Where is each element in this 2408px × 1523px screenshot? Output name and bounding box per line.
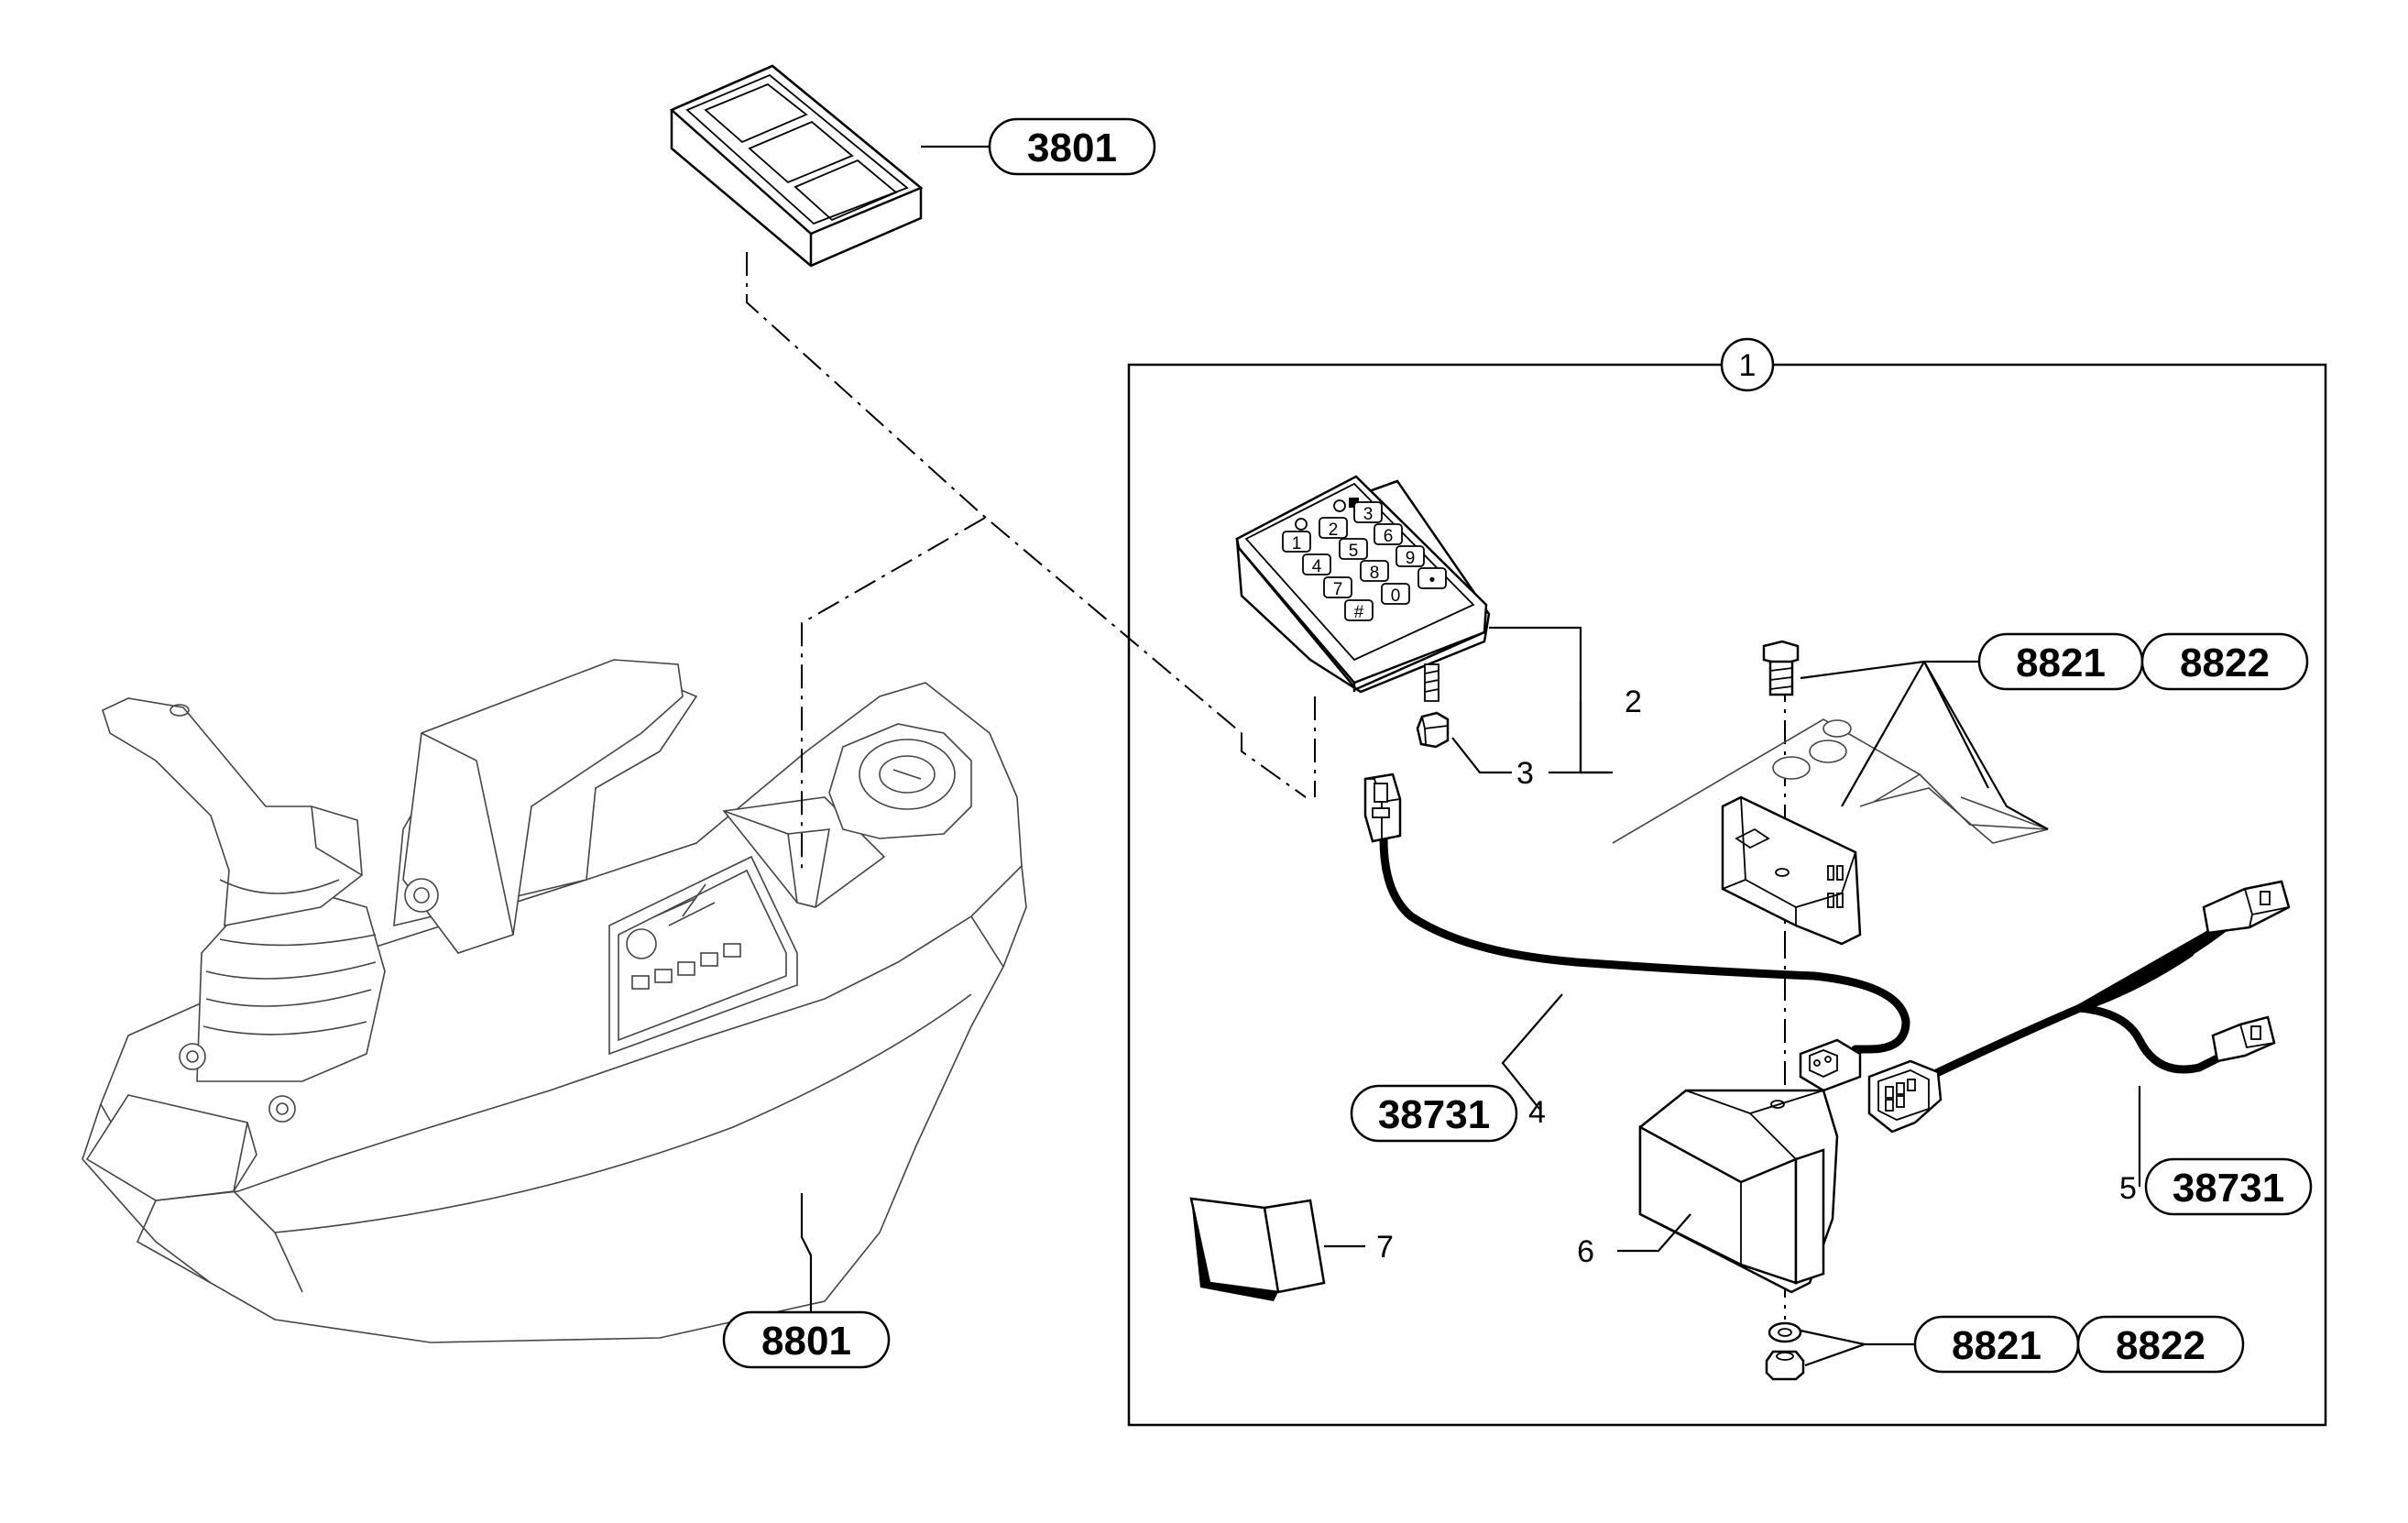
key-6: [1374, 523, 1403, 545]
key-7-label: 7: [1333, 580, 1343, 599]
cable-5: [1867, 880, 2291, 1134]
ref-label-8801-text: 8801: [761, 1319, 851, 1364]
key-3: [1353, 501, 1383, 523]
key-5-label: 5: [1349, 542, 1359, 561]
manual-book: [1189, 1197, 1326, 1301]
ref-label-3801-text: 3801: [1027, 126, 1117, 170]
leader-lines: [800, 145, 2141, 1367]
ref-label-8801[interactable]: 8801: [722, 1310, 891, 1369]
ref-label-38731-left-text: 38731: [1378, 1092, 1490, 1137]
key-3-label: 3: [1363, 505, 1374, 524]
key-6-label: 6: [1384, 527, 1394, 546]
item-7-number: 7: [1376, 1230, 1394, 1265]
key-8-label: 8: [1370, 564, 1380, 583]
bolt: [1762, 640, 1800, 696]
key-dot-label: •: [1429, 571, 1436, 590]
item-2-number: 2: [1625, 685, 1642, 719]
key-1-label: 1: [1292, 534, 1302, 553]
kit-frame: [1127, 363, 2327, 1427]
ref-label-8821-bottom-text: 8821: [1952, 1323, 2041, 1368]
washer-and-nut: [1765, 1321, 1805, 1381]
ref-label-38731-right-text: 38731: [2173, 1166, 2284, 1211]
keypad: 1 2 3 4 5 6 7 8 9 # 0 •: [1235, 475, 1491, 702]
switch-panel: [669, 64, 924, 268]
key-hash: [1344, 599, 1374, 621]
keypad-keys: 1 2 3 4 5 6 7 8 9 # 0 •: [1282, 501, 1447, 622]
key-9-label: 9: [1406, 549, 1416, 568]
key-4-label: 4: [1312, 557, 1322, 576]
key-hash-label: #: [1354, 603, 1364, 622]
key-7: [1323, 576, 1352, 598]
ref-label-38731-left[interactable]: 38731: [1350, 1084, 1518, 1143]
ref-label-3801[interactable]: 3801: [988, 117, 1156, 176]
item-6-number: 6: [1577, 1234, 1594, 1269]
key-8: [1360, 560, 1389, 582]
ref-label-8822-top-text: 8822: [2180, 641, 2270, 685]
item-5-number: 5: [2119, 1171, 2137, 1206]
key-0-label: 0: [1391, 586, 1401, 606]
ref-label-8822-bottom-text: 8822: [2116, 1323, 2206, 1368]
ref-label-8821-top[interactable]: 8821: [1977, 632, 2144, 691]
cable-4: [1363, 772, 1910, 1092]
item-3-number: 3: [1516, 756, 1534, 791]
key-9: [1396, 545, 1425, 567]
key-2: [1319, 517, 1348, 539]
key-1: [1282, 531, 1311, 553]
armrest-console: [82, 659, 1027, 1343]
mounting-bracket: [1612, 718, 2049, 946]
ref-label-8822-bottom[interactable]: 8822: [2076, 1315, 2245, 1374]
ref-label-8821-bottom[interactable]: 8821: [1913, 1315, 2080, 1374]
key-5: [1339, 538, 1368, 560]
key-0: [1381, 583, 1410, 605]
item-4-number: 4: [1528, 1095, 1546, 1130]
key-4: [1302, 553, 1331, 575]
item-1-callout: 1: [1720, 337, 1775, 392]
item-1-number: 1: [1739, 348, 1757, 383]
ref-label-8821-top-text: 8821: [2016, 641, 2106, 685]
key-dot: [1417, 567, 1447, 589]
control-module: [1638, 1089, 1839, 1294]
ref-label-38731-right[interactable]: 38731: [2144, 1157, 2313, 1216]
nut: [1416, 711, 1450, 749]
ref-label-8822-top[interactable]: 8822: [2140, 632, 2309, 691]
key-2-label: 2: [1329, 520, 1339, 540]
